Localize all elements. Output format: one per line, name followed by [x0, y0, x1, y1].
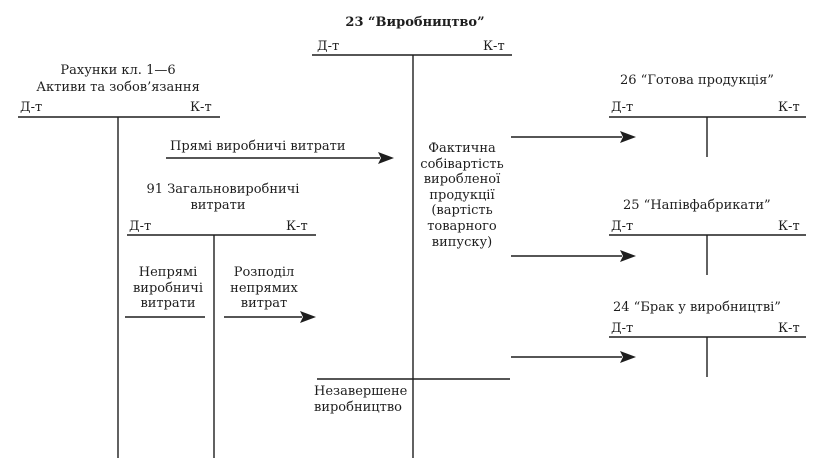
arrow-to-account-24: [511, 351, 636, 363]
account-23-credit-text: Фактична собівартість виробленої продукц…: [420, 141, 504, 250]
account-91-credit-label: К-т: [286, 219, 308, 234]
account-91-credit-text: Розподіл непрямих витрат: [230, 265, 298, 312]
direct-costs-arrow: [166, 152, 394, 164]
account-23-wip-text: Незавершене виробництво: [314, 384, 408, 415]
account-23-credit-label: К-т: [483, 39, 505, 54]
direct-costs-label: Прямі виробничі витрати: [170, 139, 346, 154]
account-25-title: 25 “Напівфабрикати”: [623, 198, 771, 213]
account-23-debit-label: Д-т: [317, 39, 340, 54]
account-25-credit-label: К-т: [778, 219, 800, 234]
account-91-title: 91 Загальновиробничі: [146, 182, 300, 197]
account-26-debit-label: Д-т: [611, 100, 634, 115]
account-24-credit-label: К-т: [778, 321, 800, 336]
account-24-title: 24 “Брак у виробництві”: [613, 300, 781, 315]
arrow-to-account-25: [511, 250, 636, 262]
account-26-credit-label: К-т: [778, 100, 800, 115]
accounts-1-6-debit-label: Д-т: [20, 100, 43, 115]
accounts-1-6-subtitle: Активи та зобов’язання: [36, 80, 200, 95]
account-23-name: “Виробництво”: [368, 15, 485, 30]
arrow-to-account-26: [511, 131, 636, 143]
account-91-debit-text: Непрямі виробничі витрати: [132, 265, 204, 312]
account-23-title: 23 “Виробництво”: [340, 16, 490, 29]
overhead-allocation-arrow: [224, 311, 316, 323]
account-91-subtitle: витрати: [190, 198, 246, 213]
account-23-number: 23: [345, 15, 364, 30]
account-24-debit-label: Д-т: [611, 321, 634, 336]
accounts-1-6-title: Рахунки кл. 1—6: [60, 63, 176, 78]
account-91-debit-label: Д-т: [129, 219, 152, 234]
account-26-title: 26 “Готова продукція”: [620, 73, 774, 88]
accounts-1-6-credit-label: К-т: [190, 100, 212, 115]
account-25-debit-label: Д-т: [611, 219, 634, 234]
